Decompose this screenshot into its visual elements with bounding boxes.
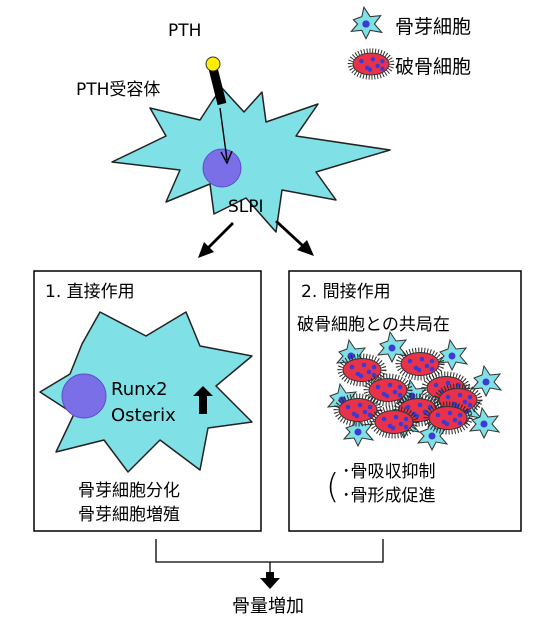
signal-arrow xyxy=(219,107,233,165)
up-arrow-icon xyxy=(193,386,213,414)
pth-receptor-label: PTH受容体 xyxy=(76,80,160,100)
main-cell-nucleus xyxy=(202,148,242,188)
osteoblast-icon xyxy=(350,6,383,40)
pth-ligand-icon xyxy=(205,56,221,72)
gene-osterix: Osterix xyxy=(111,405,176,426)
indirect-action-title: 2. 間接作用 xyxy=(301,282,391,302)
pth-label: PTH xyxy=(168,21,201,41)
direct-cell-nucleus xyxy=(61,373,107,419)
effect-differentiation: 骨芽細胞分化 xyxy=(78,481,180,501)
osteoclast-icon xyxy=(350,51,392,78)
bracket-paren: ( xyxy=(326,467,339,507)
effect-formation-promotion: ･骨形成促進 xyxy=(342,486,436,506)
diagonal-arrow-icon xyxy=(198,220,314,258)
direct-action-title: 1. 直接作用 xyxy=(45,282,135,302)
down-arrow-icon xyxy=(260,572,280,589)
outcome-label: 骨量増加 xyxy=(232,596,304,617)
slpi-label: SLPI xyxy=(228,197,264,217)
effect-proliferation: 骨芽細胞増殖 xyxy=(78,505,180,525)
legend: 骨芽細胞 破骨細胞 xyxy=(350,6,471,78)
legend-osteoclast-label: 破骨細胞 xyxy=(395,56,471,78)
gene-runx2: Runx2 xyxy=(111,379,168,400)
pth-receptor xyxy=(208,66,227,106)
direct-osteoblast-cell xyxy=(39,311,253,473)
effect-resorption-inhibition: ･骨吸収抑制 xyxy=(342,462,436,482)
legend-osteoblast-label: 骨芽細胞 xyxy=(395,16,471,38)
main-osteoblast-cell xyxy=(111,87,391,233)
convergence-bracket xyxy=(155,539,384,574)
colocalization-subtitle: 破骨細胞との共局在 xyxy=(297,315,450,335)
